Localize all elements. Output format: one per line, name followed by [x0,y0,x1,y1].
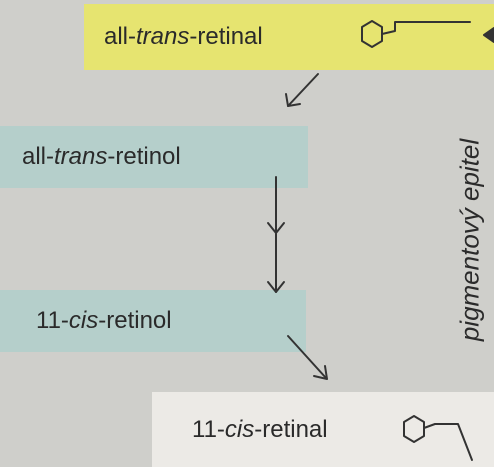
all-trans-retinol-label: all-trans-retinol [22,143,181,170]
11-cis-retinol-box: 11-cis-retinol [0,290,306,352]
all-trans-retinol-box: all-trans-retinol [0,126,308,188]
arrowhead-2-icon [267,281,285,293]
11-cis-retinol-label: 11-cis-retinol [36,307,172,334]
arrow-cis-retinol-to-cis-retinal [287,335,327,379]
arrow-retinal-to-retinol [287,73,319,107]
incoming-arrowhead-icon [483,27,494,43]
all-trans-retinal-label: all-trans-retinal [104,23,263,50]
11-cis-retinal-chain-icon [423,423,473,461]
all-trans-retinal-box: all-trans-retinal [84,4,494,70]
arrowhead-cis-retinol-to-cis-retinal-icon [313,365,328,380]
11-cis-retinal-box: 11-cis-retinal [152,392,494,467]
11-cis-retinal-label: 11-cis-retinal [192,415,328,443]
11-cis-retinal-ring-icon [403,415,425,443]
all-trans-retinal-chain-icon [381,21,471,35]
all-trans-retinal-ring-icon [361,20,383,48]
pigmentovy-epitel-label: pigmentový epitel [454,138,485,342]
arrowhead-retinal-to-retinol-icon [285,93,301,107]
